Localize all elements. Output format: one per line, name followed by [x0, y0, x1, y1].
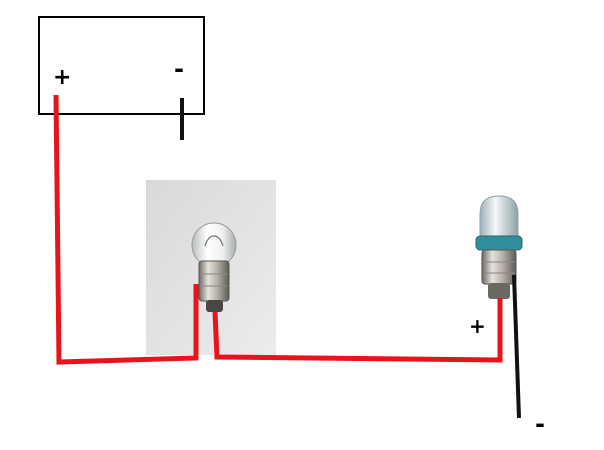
incandescent-bulb	[191, 222, 237, 312]
battery-outline	[38, 16, 205, 115]
led-contact	[488, 283, 510, 299]
led-negative-label: -	[535, 410, 545, 438]
battery-negative-label: -	[174, 55, 184, 83]
led-lens	[479, 195, 519, 248]
bulb-base	[198, 260, 230, 302]
bulb-contact	[206, 300, 223, 312]
led-base	[481, 249, 517, 285]
positive-wire-battery-to-bulb	[53, 94, 199, 365]
incandescent-bulb-photo	[146, 180, 276, 355]
bulb-glass	[191, 222, 237, 268]
battery-box: + -	[38, 16, 205, 140]
bulb-filament	[204, 235, 224, 247]
led-positive-label: +	[469, 314, 486, 338]
battery-positive-label: +	[53, 65, 71, 90]
positive-wire-bulb-to-led	[212, 298, 503, 363]
led-negative-wire	[512, 274, 521, 419]
led-ring	[475, 235, 523, 251]
led-bulb	[475, 195, 523, 299]
